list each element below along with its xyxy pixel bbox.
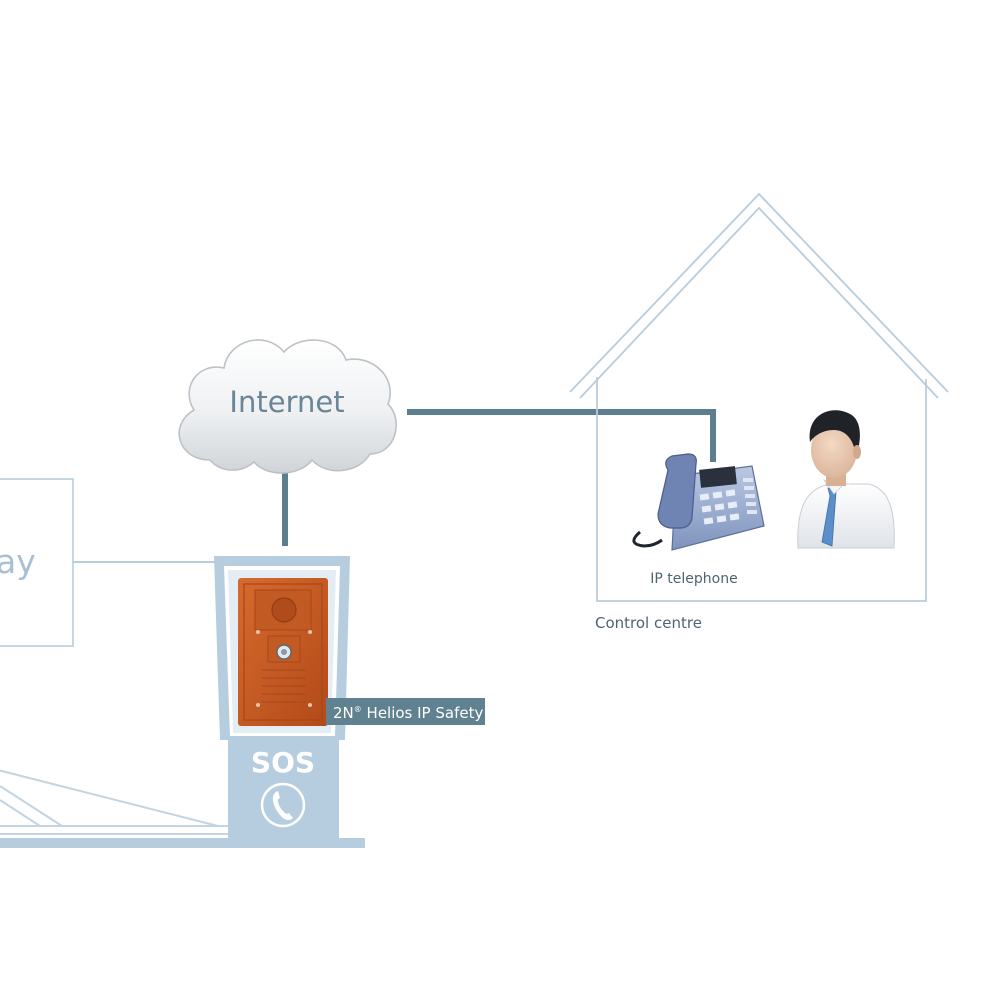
cloud-icon: Internet xyxy=(178,339,397,474)
camera-lens-icon xyxy=(271,597,297,623)
control-centre-house xyxy=(569,192,949,602)
internet-label: Internet xyxy=(229,385,344,419)
sos-label: SOS xyxy=(251,746,315,779)
road-lines xyxy=(0,769,228,835)
left-partial-box: ay xyxy=(0,478,74,647)
network-links xyxy=(282,409,716,546)
control-centre-label: Control centre xyxy=(595,614,702,632)
partial-box-label: ay xyxy=(0,542,36,581)
cloud-to-phone-link xyxy=(407,409,716,462)
device-tag-brand: 2N xyxy=(333,704,354,722)
device-tag-model: Helios IP Safety xyxy=(362,704,484,722)
device-tag-registered: ® xyxy=(354,705,362,714)
device-tag: 2N® Helios IP Safety xyxy=(326,698,485,725)
handset-icon xyxy=(260,782,306,828)
kiosk-base xyxy=(0,838,365,848)
helios-intercom-device xyxy=(238,578,328,726)
svg-text:2N® Helios IP Safety: 2N® Helios IP Safety xyxy=(333,704,483,722)
ip-telephone-label: IP telephone xyxy=(650,571,737,587)
operator-person-icon xyxy=(797,410,895,549)
ip-telephone-icon xyxy=(632,453,765,551)
